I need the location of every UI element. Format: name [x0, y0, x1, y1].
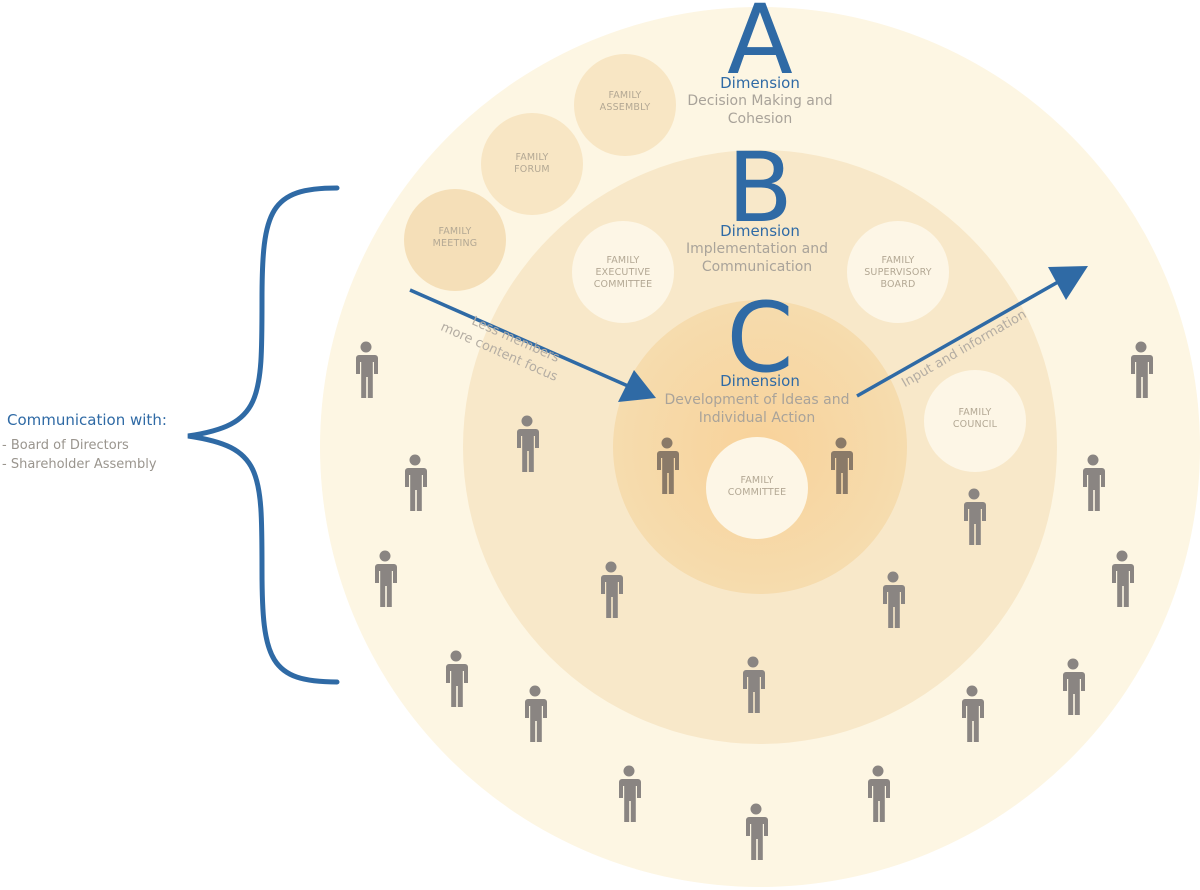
family-executive-committee-line3: COMMITTEE — [594, 279, 653, 290]
communication-item-shareholders: - Shareholder Assembly — [2, 457, 157, 472]
family-meeting-bubble: FAMILY MEETING — [404, 189, 506, 291]
dimension-a-label: A Dimension Decision Making and Cohesion — [687, 0, 832, 127]
dimension-a-word: Dimension — [720, 74, 800, 92]
dimension-b-letter: B — [727, 132, 793, 244]
family-council-bubble: FAMILY COUNCIL — [924, 370, 1026, 472]
family-forum-bubble: FAMILY FORUM — [481, 113, 583, 215]
dimension-a-desc-line1: Decision Making and — [687, 93, 832, 109]
inward-arrow — [409, 288, 656, 402]
family-supervisory-board-line1: FAMILY — [881, 255, 914, 266]
family-committee-line2: COMMITTEE — [728, 487, 787, 498]
family-council-line2: COUNCIL — [953, 419, 998, 430]
communication-title: Communication with: — [7, 411, 167, 429]
family-assembly-line2: ASSEMBLY — [600, 102, 651, 113]
dimension-a-letter: A — [727, 0, 793, 96]
dimension-b-label: B Dimension Implementation and Communica… — [686, 132, 828, 275]
family-supervisory-board-bubble: FAMILY SUPERVISORY BOARD — [847, 221, 949, 323]
dimension-b-desc-line2: Communication — [702, 259, 812, 275]
family-assembly-bubble: FAMILY ASSEMBLY — [574, 54, 676, 156]
family-forum-line2: FORUM — [514, 164, 550, 175]
dimension-a-desc-line2: Cohesion — [728, 111, 792, 127]
communication-item-board: - Board of Directors — [2, 438, 129, 453]
dimension-c-label: C Dimension Development of Ideas and Ind… — [665, 282, 850, 426]
dimension-b-word: Dimension — [720, 222, 800, 240]
dimension-c-letter: C — [726, 282, 793, 394]
dimension-b-desc-line1: Implementation and — [686, 241, 828, 257]
family-supervisory-board-line3: BOARD — [880, 279, 915, 290]
family-executive-committee-bubble: FAMILY EXECUTIVE COMMITTEE — [572, 221, 674, 323]
family-committee-bubble: FAMILY COMMITTEE — [706, 437, 808, 539]
communication-bracket — [187, 185, 340, 685]
outward-arrow — [856, 266, 1088, 398]
family-council-line1: FAMILY — [958, 407, 991, 418]
family-committee-line1: FAMILY — [740, 475, 773, 486]
dimension-c-word: Dimension — [720, 372, 800, 390]
family-executive-committee-line2: EXECUTIVE — [595, 267, 650, 278]
family-meeting-line2: MEETING — [433, 238, 478, 249]
family-forum-line1: FAMILY — [515, 152, 548, 163]
dimension-c-desc-line2: Individual Action — [699, 410, 815, 426]
communication-block: Communication with: - Board of Directors… — [2, 411, 167, 472]
family-meeting-line1: FAMILY — [438, 226, 471, 237]
dimension-c-desc-line1: Development of Ideas and — [665, 392, 850, 408]
family-assembly-line1: FAMILY — [608, 90, 641, 101]
family-supervisory-board-line2: SUPERVISORY — [864, 267, 932, 278]
family-executive-committee-line1: FAMILY — [606, 255, 639, 266]
